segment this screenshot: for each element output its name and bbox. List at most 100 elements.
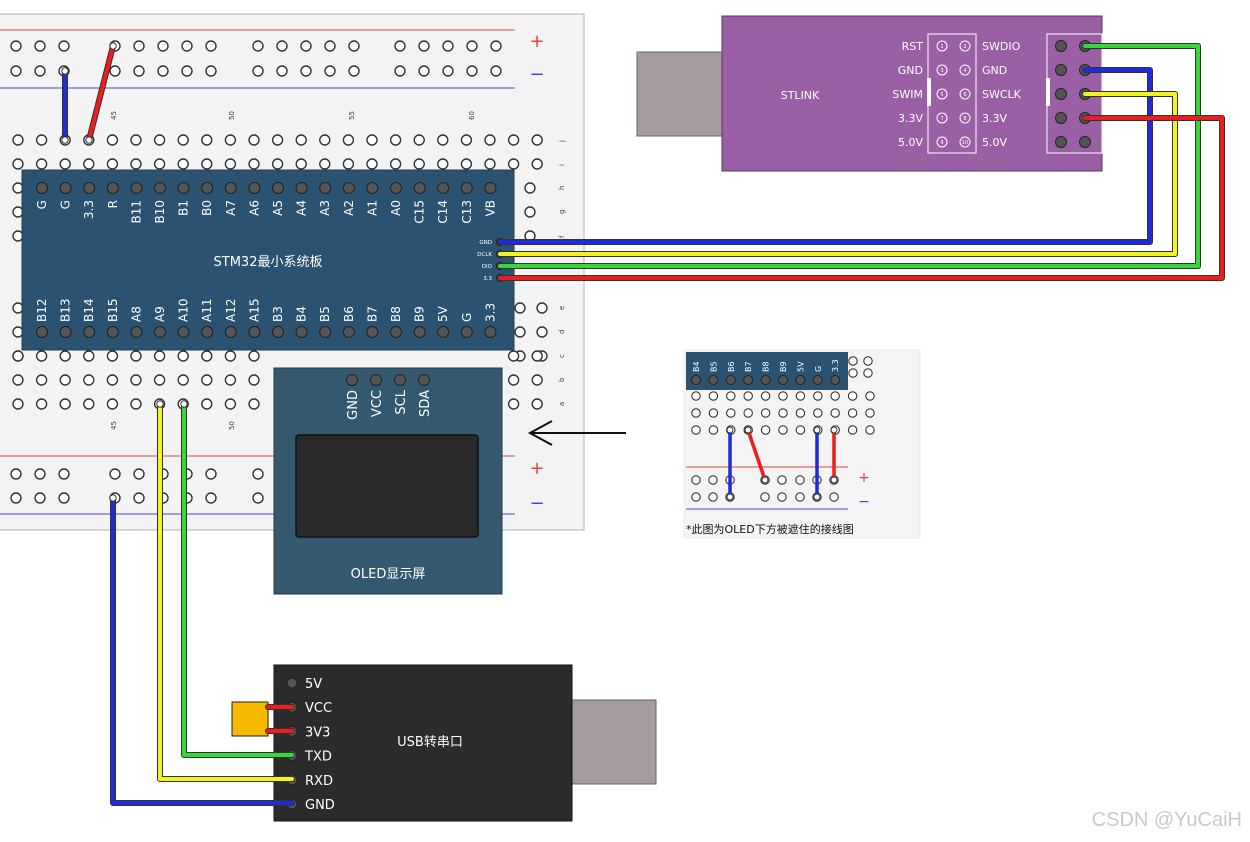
breadboard-hole (133, 492, 145, 504)
breadboard-hole (484, 134, 496, 146)
mcu-pin (484, 326, 497, 338)
wire-rxd (158, 402, 294, 781)
breadboard-hole (133, 40, 145, 52)
breadboard-hole (389, 158, 402, 170)
mcu-pin (366, 326, 379, 338)
inset-hole (795, 492, 805, 502)
inset-pin (708, 375, 719, 385)
inset-wire-end (830, 426, 838, 434)
breadboard-hole (106, 398, 119, 410)
breadboard-hole (536, 302, 548, 314)
inset-hole (830, 391, 840, 401)
mcu-pin (224, 182, 237, 194)
inset-pin-label: B9 (779, 361, 788, 372)
breadboard-hole (130, 134, 142, 146)
inset-wire (746, 428, 767, 482)
breadboard-hole (181, 40, 193, 52)
inset-hole (760, 425, 771, 435)
wire-swd-clk (498, 92, 1177, 256)
mcu-pin-label: A7 (224, 200, 238, 216)
breadboard-hole (106, 134, 119, 146)
inset-hole (829, 492, 839, 502)
mcu-pin-label: A6 (247, 200, 261, 216)
breadboard-hole (507, 134, 520, 146)
breadboard-hole (276, 65, 288, 77)
breadboard-hole (490, 40, 502, 52)
mcu-pin (83, 326, 96, 338)
jumper-block (231, 701, 269, 737)
mcu-pin (342, 326, 355, 338)
inset-hole (708, 425, 719, 435)
breadboard-hole (514, 302, 526, 314)
inset-wire-end (813, 426, 821, 434)
inset-hole (848, 356, 858, 366)
breadboard-hole (295, 158, 307, 170)
breadboard-hole (58, 468, 70, 480)
stlink-left-label: GND (898, 64, 923, 77)
breadboard-hole (181, 65, 193, 77)
wire-end (156, 400, 164, 408)
breadboard-hole (106, 374, 119, 386)
mcu-pin-label: B14 (82, 298, 96, 322)
mcu-pin (177, 182, 190, 194)
breadboard-hole (205, 468, 217, 480)
breadboard-hole (224, 134, 237, 146)
breadboard-hole (35, 158, 48, 170)
stlink-pin-number: 2 (963, 44, 966, 50)
mcu-pin-label: G (460, 313, 474, 322)
inset-pin-label: 3.3 (831, 359, 840, 372)
stlink-header-pin (959, 64, 971, 76)
wire-txd (182, 402, 294, 757)
usb-serial-title: USB转串口 (397, 735, 463, 750)
breadboard-hole (366, 158, 378, 170)
inset-pin (795, 375, 806, 385)
breadboard-hole (83, 374, 95, 386)
wire-end (109, 42, 117, 50)
mcu-pin (390, 182, 402, 194)
breadboard-hole (466, 40, 478, 52)
mcu-pin (59, 182, 72, 194)
usb-serial-pin-label: GND (305, 798, 335, 813)
wire-end (85, 136, 93, 144)
breadboard-hole (490, 65, 502, 77)
inset-hole (847, 408, 858, 418)
mcu-pin (248, 182, 261, 194)
breadboard-hole (324, 40, 336, 52)
inset-hole (795, 408, 806, 418)
breadboard-hole (205, 492, 217, 504)
mcu-pin-label: A5 (271, 200, 285, 216)
breadboard-hole (466, 65, 478, 77)
oled-title: OLED显示屏 (351, 567, 426, 582)
breadboard-hole (177, 350, 189, 362)
breadboard-hole (130, 398, 142, 410)
row-letter: c (558, 354, 566, 358)
breadboard-hole (252, 40, 264, 52)
breadboard-hole (34, 40, 46, 52)
mcu-pin-label: B4 (295, 306, 309, 322)
breadboard-hole (224, 158, 237, 170)
usb-serial-pin-label: RXD (305, 774, 333, 789)
breadboard-hole (531, 158, 543, 170)
breadboard-hole (153, 350, 166, 362)
inset-hole (865, 408, 875, 418)
breadboard-hole (276, 40, 288, 52)
breadboard-hole (34, 492, 46, 504)
stlink-header-pin (936, 88, 948, 100)
mcu-pin-label: VB (483, 200, 497, 216)
mcu-pin (460, 326, 473, 338)
inset-hole (743, 408, 753, 418)
stlink-left-label: 3.3V (898, 112, 923, 125)
inset-wire-end (761, 476, 769, 484)
stlink-left-label: SWIM (892, 88, 923, 101)
mcu-pin-label: B12 (35, 298, 49, 322)
breadboard-hole (418, 65, 430, 77)
inset-hole (778, 408, 788, 418)
mcu-pin-label: B8 (389, 306, 403, 322)
stlink-pin-number: 10 (962, 140, 968, 146)
inset-pin-label: B4 (692, 361, 701, 372)
breadboard-hole (319, 158, 331, 170)
inset-pin (812, 375, 823, 385)
